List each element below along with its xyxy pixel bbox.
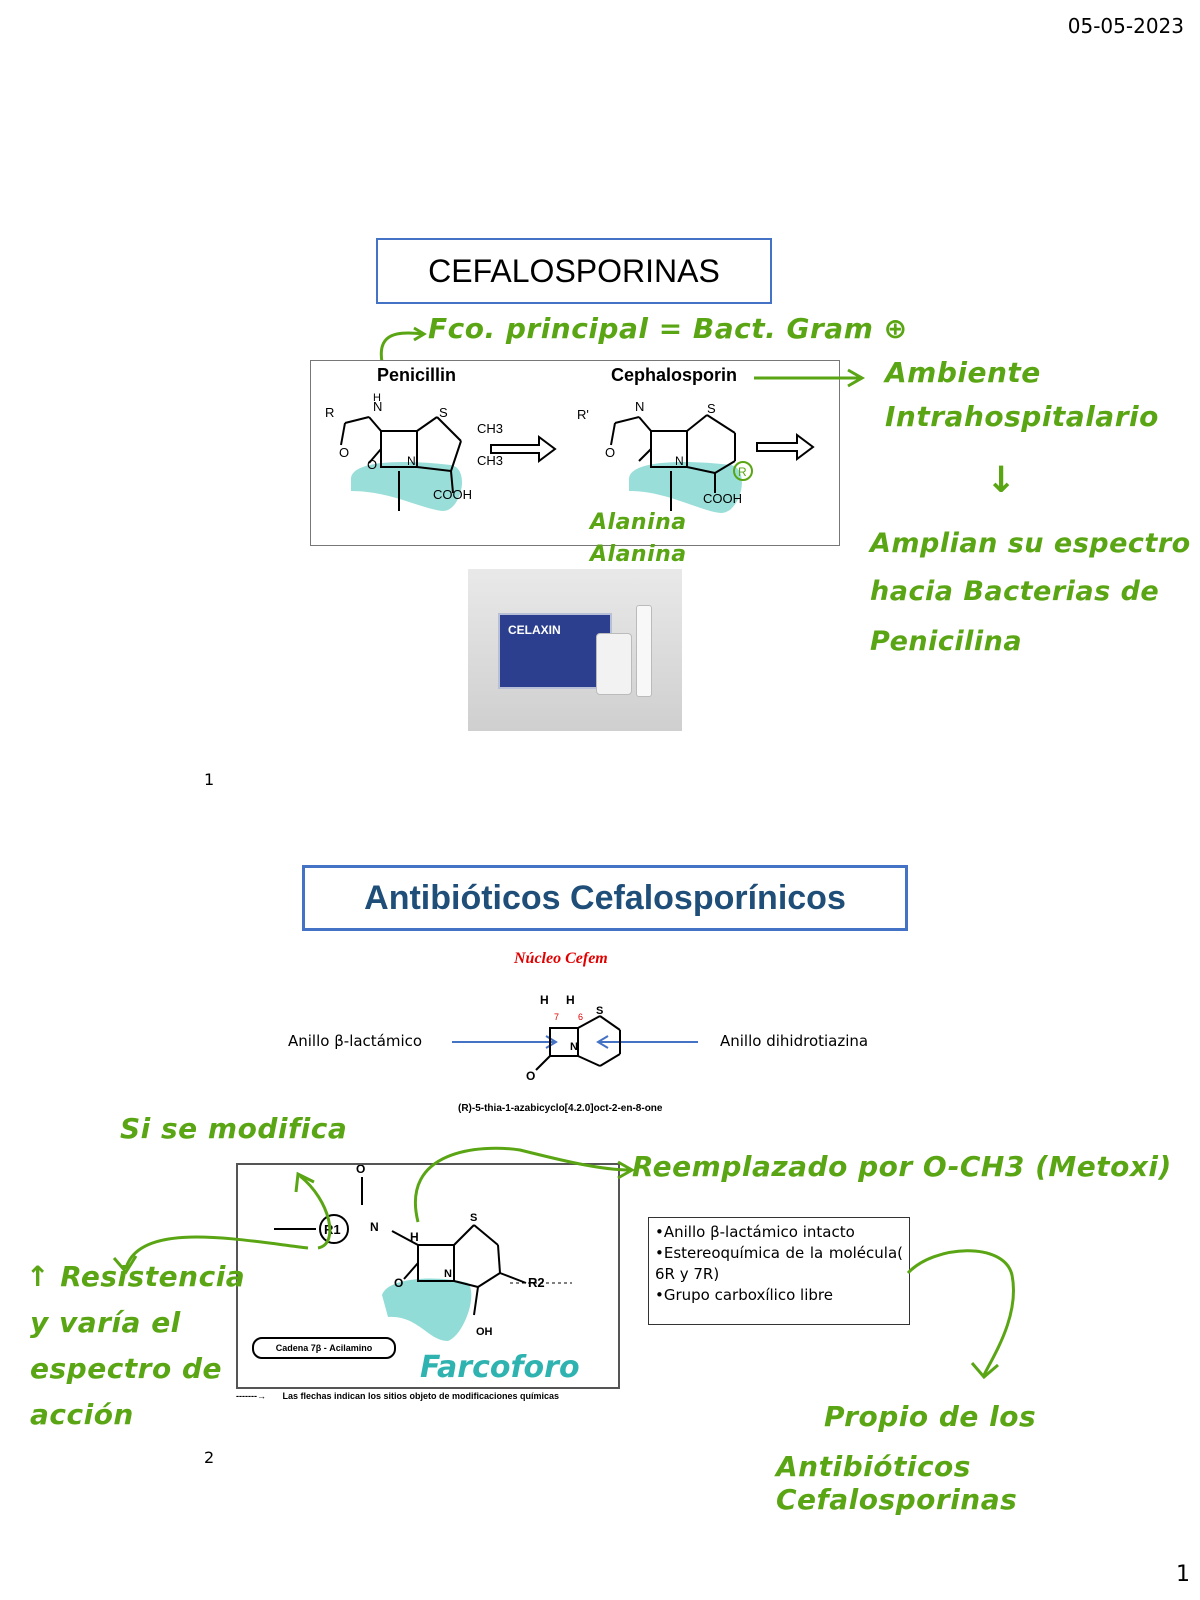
svg-text:O: O (394, 1276, 403, 1290)
note-intrahospitalario: Intrahospitalario (885, 400, 1159, 433)
cadena-label: Cadena 7β - Acilamino (252, 1337, 396, 1359)
note-propio-2: Antibióticos Cefalosporinas (776, 1450, 1018, 1516)
svg-text:H: H (566, 993, 575, 1007)
footnote-text: Las flechas indican los sitios objeto de… (282, 1391, 560, 1401)
property-3: •Grupo carboxílico libre (655, 1286, 833, 1304)
note-amplian-1: Amplian su espectro (870, 528, 1191, 559)
svg-text:S: S (439, 405, 448, 420)
n-label: N (675, 454, 684, 468)
svg-text:7: 7 (554, 1012, 559, 1022)
note-amplian-2: hacia Bacterias de (870, 576, 1160, 607)
ch3-label-1: CH3 (477, 421, 503, 436)
svg-text:O: O (526, 1069, 535, 1083)
penicillin-label: Penicillin (377, 365, 457, 385)
svg-text:N: N (370, 1220, 379, 1234)
note-propio-1: Propio de los (824, 1400, 1037, 1433)
property-1: •Anillo β-lactámico intacto (655, 1223, 855, 1241)
annotation-arrows (112, 1146, 636, 1275)
svg-text:N: N (444, 1268, 452, 1280)
note-resistencia-1: ↑ Resistencia (26, 1260, 246, 1293)
property-2: •Estereoquímica de la molécula( 6R y 7R) (655, 1244, 903, 1283)
svg-text:H: H (373, 392, 381, 404)
celaxin-photo: CELAXIN (468, 569, 682, 731)
slide1-title: CEFALOSPORINAS (376, 238, 772, 304)
svg-text:O: O (339, 445, 349, 460)
slide1-title-text: CEFALOSPORINAS (428, 252, 720, 289)
svg-text:N: N (635, 399, 644, 414)
celaxin-box-label: CELAXIN (508, 623, 561, 637)
note-alanina-2: Alanina (590, 542, 687, 567)
svg-text:R: R (325, 405, 334, 420)
svg-text:S: S (470, 1212, 477, 1224)
svg-text:COOH: COOH (433, 487, 472, 502)
note-resistencia-3: espectro de (30, 1352, 222, 1385)
svg-text:H: H (410, 1230, 419, 1244)
page-footer-number: 1 (1176, 1562, 1190, 1587)
iupac-name: (R)-5-thia-1-azabicyclo[4.2.0]oct-2-en-8… (458, 1103, 663, 1114)
slide2-number: 2 (204, 1448, 215, 1467)
note-fco-arrow (379, 326, 427, 363)
cadena-label-text: Cadena 7β - Acilamino (275, 1343, 373, 1353)
note-fco-principal: Fco. principal = Bact. Gram ⊕ (428, 312, 908, 345)
cephalosporin-arrow (754, 368, 866, 388)
note-farmacoforo: Farcoforo (420, 1350, 580, 1385)
slide2-title-text: Antibióticos Cefalosporínicos (364, 878, 846, 917)
svg-text:N: N (407, 454, 416, 468)
svg-text:O: O (356, 1165, 365, 1176)
s-label: S (707, 401, 716, 416)
propio-arrow (906, 1249, 1015, 1380)
note-reemplazado: Reemplazado por O-CH3 (Metoxi) (632, 1150, 1172, 1183)
note-si-modifica: Si se modifica (120, 1112, 348, 1145)
svg-text:O: O (605, 445, 615, 460)
footnote: -------→ Las flechas indican los sitios … (236, 1391, 559, 1401)
svg-text:R: R (738, 465, 747, 479)
note-down-arrow: ↓ (986, 460, 1017, 501)
anillo-betalactamico-label: Anillo β-lactámico (288, 1032, 423, 1050)
celaxin-box: CELAXIN (498, 613, 612, 689)
cooh-label: COOH (703, 491, 742, 506)
cephalosporin-structure-drawing: R1 N O H S N O R2 OH (274, 1165, 572, 1341)
cephalosporin-modification-figure: R1 N O H S N O R2 OH Cadena 7β - Acilami… (236, 1163, 620, 1389)
properties-box: •Anillo β-lactámico intacto •Estereoquím… (648, 1217, 910, 1325)
svg-text:OH: OH (476, 1326, 493, 1338)
svg-text:O: O (367, 457, 377, 472)
footnote-arrow-icon: -------→ (236, 1391, 269, 1401)
r-prime-label: R' (577, 407, 589, 422)
svg-text:H: H (540, 993, 549, 1007)
vial-icon (596, 633, 632, 695)
note-amplian-3: Penicilina (870, 626, 1023, 657)
svg-text:N: N (570, 1041, 578, 1053)
svg-text:6: 6 (578, 1012, 583, 1022)
svg-text:N: N (373, 399, 382, 414)
note-resistencia-2: y varía el (30, 1306, 181, 1339)
nucleo-cefem-label: Núcleo Cefem (514, 950, 608, 967)
svg-text:CH3: CH3 (477, 453, 503, 468)
penicillin-cephalosporin-figure: Penicillin Cephalosporin R N H S CH3 CH3 O… (310, 360, 840, 546)
svg-text:S: S (596, 1005, 603, 1017)
cephalosporin-label: Cephalosporin (611, 365, 738, 385)
slide2-title: Antibióticos Cefalosporínicos (302, 865, 908, 931)
anillo-dihidrotiazina-label: Anillo dihidrotiazina (720, 1032, 869, 1050)
slide1-number: 1 (204, 770, 215, 789)
date: 05-05-2023 (1067, 14, 1184, 38)
cefem-nucleus-drawing: H H S N O 7 6 (452, 993, 698, 1083)
note-resistencia-4: acción (30, 1398, 134, 1431)
note-alanina-1: Alanina (590, 510, 687, 535)
ampoule-icon (636, 605, 652, 697)
structures-drawing: R N H S CH3 CH3 O O N COOH R' N S O N COOH R (325, 392, 815, 513)
note-ambiente: Ambiente (885, 356, 1041, 389)
